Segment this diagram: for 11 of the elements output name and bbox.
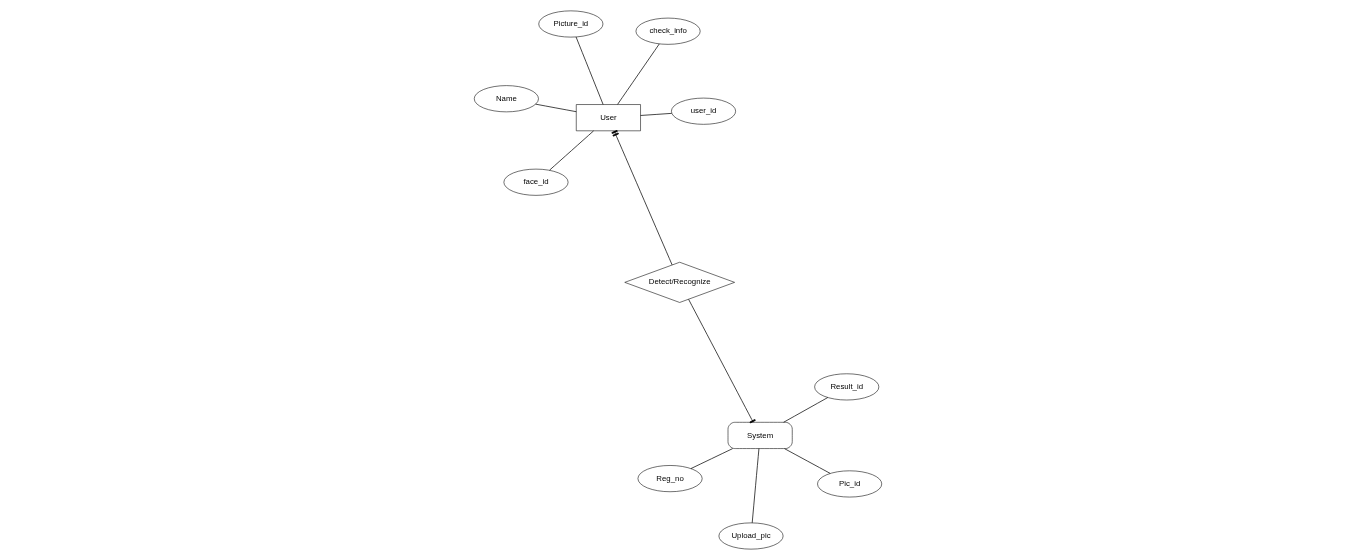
connector bbox=[783, 397, 829, 423]
connector bbox=[535, 103, 577, 113]
connector bbox=[690, 448, 733, 469]
connector bbox=[611, 130, 673, 266]
connector bbox=[751, 448, 760, 524]
connector bbox=[575, 36, 604, 105]
connector bbox=[640, 113, 673, 116]
connector bbox=[549, 130, 594, 171]
connector bbox=[617, 43, 660, 105]
connector bbox=[784, 448, 831, 474]
connector bbox=[688, 298, 756, 424]
